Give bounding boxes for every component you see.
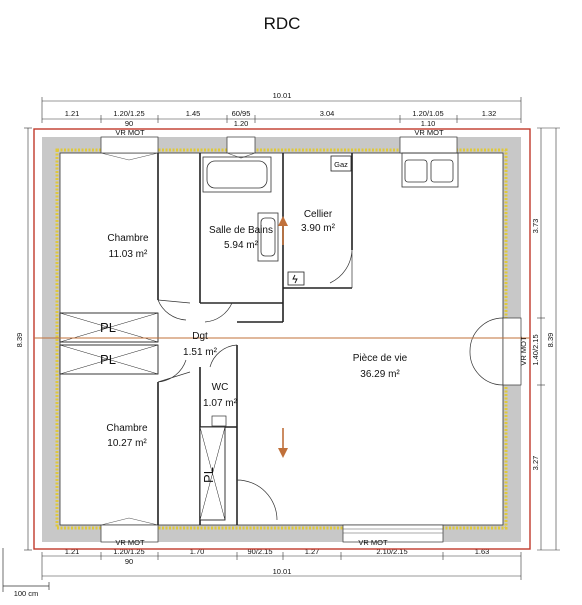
dim-bottom-3: 1.70	[190, 547, 205, 556]
room-name-chambre-1: Chambre	[107, 233, 149, 244]
dim-top-3: 1.45	[186, 109, 201, 118]
dim-top-6: 1.20/1.05	[412, 109, 443, 118]
room-area-salle-de-bains: 5.94 m²	[224, 240, 259, 251]
room-name-dgt: Dgt	[192, 331, 208, 342]
closet-label-3: PL	[201, 467, 216, 483]
dim-bottom-total: 10.01	[273, 567, 292, 576]
side-dimensions	[24, 127, 560, 551]
section-arrows	[278, 216, 288, 458]
dim-top-5: 3.04	[320, 109, 335, 118]
gas-meter-box	[330, 155, 352, 172]
doors	[157, 249, 504, 521]
closet-label-1: PL	[100, 320, 116, 335]
room-area-wc: 1.07 m²	[203, 398, 238, 409]
room-area-cellier: 3.90 m²	[301, 223, 336, 234]
dim-left-total: 8.39	[15, 333, 24, 348]
dim-right-3: 3.27	[531, 456, 540, 471]
scale-label: 100 cm	[14, 589, 39, 598]
dim-bottom-sub: 90	[125, 557, 133, 566]
dim-bottom-2: 1.20/1.25	[113, 547, 144, 556]
room-area-piece-de-vie: 36.29 m²	[360, 369, 400, 380]
room-area-chambre-2: 10.27 m²	[107, 438, 147, 449]
room-name-piece-de-vie: Pièce de vie	[353, 353, 408, 364]
dim-top-7: 1.32	[482, 109, 497, 118]
toilet	[211, 415, 227, 427]
dim-top-total: 10.01	[273, 91, 292, 100]
room-area-chambre-1: 11.03 m²	[109, 249, 148, 260]
bottom-dimensions	[41, 552, 522, 580]
room-area-dgt: 1.51 m²	[183, 347, 218, 358]
dim-bottom-7: 1.63	[475, 547, 490, 556]
dim-top-sub-3: 1.10	[421, 119, 436, 128]
dim-top-4: 60/95	[232, 109, 251, 118]
top-dimensions	[41, 97, 522, 123]
vrmot-bottom-left: VR MOT	[115, 538, 145, 547]
dim-bottom-4: 90/2.15	[247, 547, 272, 556]
vrmot-top-left: VR MOT	[115, 128, 145, 137]
room-name-chambre-2: Chambre	[106, 423, 148, 434]
vrmot-top-right: VR MOT	[414, 128, 444, 137]
gas-label: Gaz	[334, 160, 348, 169]
dim-top-sub-2: 1.20	[234, 119, 249, 128]
dim-top-2: 1.20/1.25	[113, 109, 144, 118]
bathtub	[202, 156, 272, 193]
window-openings	[100, 136, 522, 543]
bathroom-sink	[257, 212, 279, 262]
dim-bottom-1: 1.21	[65, 547, 80, 556]
dim-right-1: 3.73	[531, 219, 540, 234]
plan-title: RDC	[264, 14, 301, 33]
closet-label-2: PL	[100, 352, 116, 367]
vrmot-right: VR MOT	[519, 336, 528, 366]
outer-outline	[33, 128, 531, 550]
dim-right-total: 8.39	[546, 333, 555, 348]
dim-top-sub-1: 90	[125, 119, 133, 128]
dim-bottom-5: 1.27	[305, 547, 320, 556]
dim-top-1: 1.21	[65, 109, 80, 118]
room-name-salle-de-bains: Salle de Bains	[209, 225, 273, 236]
room-name-cellier: Cellier	[304, 209, 333, 220]
electric-panel	[287, 271, 305, 286]
kitchen-sink	[401, 152, 459, 188]
dim-right-2: 1.40/2.15	[531, 334, 540, 365]
dim-bottom-6: 2.10/2.15	[376, 547, 407, 556]
vrmot-bottom-right: VR MOT	[358, 538, 388, 547]
scale-bar	[2, 548, 50, 592]
room-name-wc: WC	[212, 382, 229, 393]
